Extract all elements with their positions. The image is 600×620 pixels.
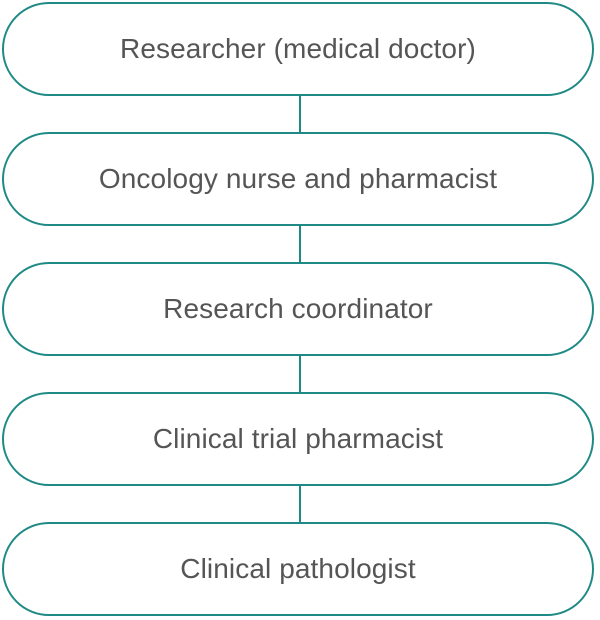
flow-step-researcher: Researcher (medical doctor) (2, 2, 594, 96)
flow-step-clinical-trial-pharmacist: Clinical trial pharmacist (2, 392, 594, 486)
flow-step-label: Researcher (medical doctor) (120, 33, 476, 64)
connector-line (299, 478, 301, 534)
flow-step-label: Research coordinator (163, 293, 433, 324)
flow-step-clinical-pathologist: Clinical pathologist (2, 522, 594, 616)
connector-line (299, 218, 301, 274)
connector-line (299, 88, 301, 144)
flow-step-oncology-nurse-pharmacist: Oncology nurse and pharmacist (2, 132, 594, 226)
flow-step-label: Clinical pathologist (180, 553, 416, 584)
flow-step-label: Oncology nurse and pharmacist (98, 163, 498, 194)
connector-line (299, 348, 301, 404)
flow-step-label: Clinical trial pharmacist (152, 423, 444, 454)
flow-step-research-coordinator: Research coordinator (2, 262, 594, 356)
